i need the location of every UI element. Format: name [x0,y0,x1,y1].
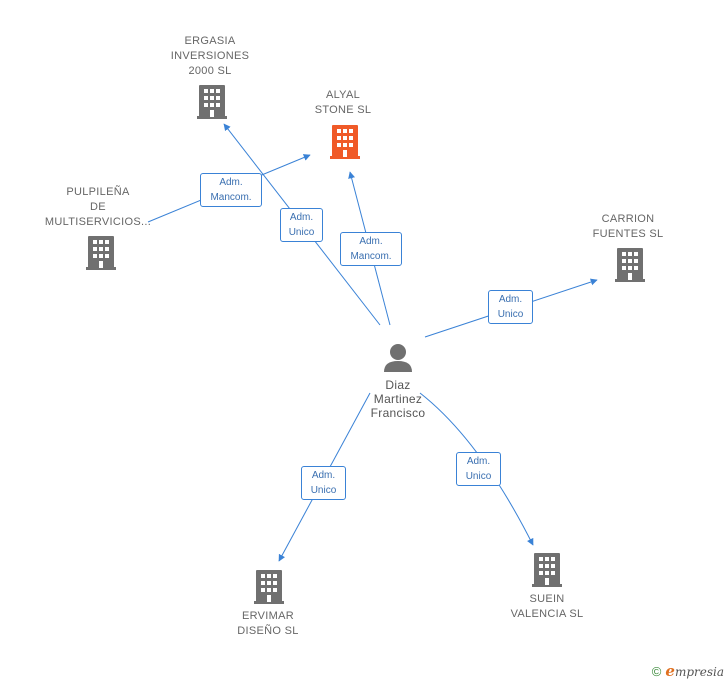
edge-label-person-ergasia[interactable]: Adm. Unico [280,208,323,242]
building-icon-alyal[interactable] [330,125,360,159]
company-label-carrion[interactable]: CARRION FUENTES SL [592,213,664,240]
building-icon-carrion[interactable] [615,248,645,282]
brand-logo[interactable]: empresia [665,662,724,680]
edge-label-person-alyal[interactable]: Adm. Mancom. [340,232,402,266]
footer-brand[interactable]: © empresia [652,662,724,680]
building-icon-pulpilena[interactable] [86,236,116,270]
building-icon-ervimar[interactable] [254,570,284,604]
company-label-ergasia[interactable]: ERGASIA INVERSIONES 2000 SL [170,35,250,77]
edge-label-person-carrion[interactable]: Adm. Unico [488,290,533,324]
company-label-suein[interactable]: SUEIN VALENCIA SL [510,593,584,620]
edge-label-person-suein[interactable]: Adm. Unico [456,452,501,486]
person-icon[interactable] [384,344,412,372]
company-label-alyal[interactable]: ALYAL STONE SL [314,89,372,116]
company-label-pulpilena[interactable]: PULPILEÑA DE MULTISERVICIOS... [44,186,152,228]
building-icon-suein[interactable] [532,553,562,587]
company-label-ervimar[interactable]: ERVIMAR DISEÑO SL [237,610,299,637]
building-icon-ergasia[interactable] [197,85,227,119]
copyright-icon: © [651,663,662,679]
person-label[interactable]: Diaz Martinez Francisco [370,378,426,420]
edge-label-person-ervimar[interactable]: Adm. Unico [301,466,346,500]
edge-label-pulpilena-alyal[interactable]: Adm. Mancom. [200,173,262,207]
